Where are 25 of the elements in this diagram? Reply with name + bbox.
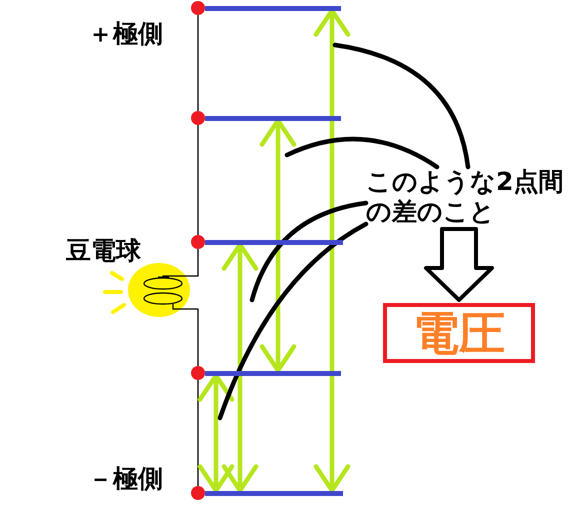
block-arrow [424,227,494,302]
light-bulb-drawing [103,262,190,318]
junction-dot-icon [191,366,205,380]
terminal-label: ＋極側 [88,19,163,49]
callout-text: このような2点間の差のこと [366,167,566,227]
term-box: 電圧 [383,303,535,363]
wire [197,15,199,111]
double-headed-arrow [314,8,350,493]
junction-dot-icon [191,1,205,15]
wire [190,249,199,277]
double-headed-arrow [260,118,296,373]
bulb-label: 豆電球 [66,236,141,266]
wire [197,125,199,235]
double-headed-arrow [222,242,258,493]
junction-dot-icon [191,235,205,249]
terminal-label: －極側 [88,464,163,494]
leader-line [218,222,368,420]
junction-dot-icon [191,111,205,125]
double-headed-arrow [198,373,234,493]
wire [190,308,199,366]
junction-dot-icon [191,486,205,500]
leader-line [332,42,470,170]
leader-line [284,136,440,170]
leader-line [250,200,368,302]
wire [197,380,199,486]
